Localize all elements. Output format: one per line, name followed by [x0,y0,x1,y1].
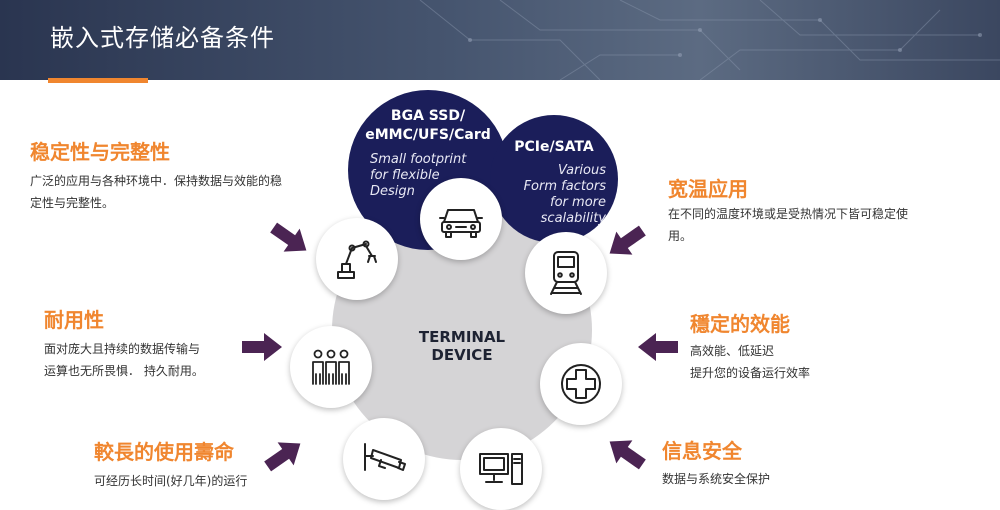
train-circle [525,232,607,314]
feature-durability-desc-line1: 面对庞大且持续的数据传输与 [44,338,204,360]
arrow-stability [268,222,312,256]
storage-sub-line1: Small footprint [370,152,466,168]
interface-sub-line2: Form factors [524,179,606,195]
feature-security-desc: 数据与系统安全保护 [662,468,770,490]
center-line2: DEVICE [402,346,522,364]
people-icon [306,342,356,392]
storage-title-line2: eMMC/UFS/Card [348,127,508,144]
feature-stability-desc-line2: 定性与完整性。 [30,192,282,214]
terminal-device-label: TERMINAL DEVICE [402,328,522,364]
medical-cross-icon [556,359,606,409]
feature-performance-desc-line2: 提升您的设备运行效率 [690,362,810,384]
page-title: 嵌入式存储必备条件 [50,18,275,53]
feature-security-title: 信息安全 [662,435,742,464]
camera-circle [343,418,425,500]
arrow-durability [240,330,284,364]
feature-wide-temp-title: 宽温应用 [668,173,748,202]
feature-longevity-desc: 可经历长时间(好几年)的运行 [94,470,247,492]
arrow-longevity [262,438,306,472]
feature-durability-desc-line2: 运算也无所畏惧． 持久耐用。 [44,360,204,382]
center-line1: TERMINAL [402,328,522,346]
storage-sub-line3: Design [370,184,415,200]
computer-circle [460,428,542,510]
feature-performance-desc-line1: 高效能、低延迟 [690,340,810,362]
robot-arm-circle [316,218,398,300]
header-banner: 嵌入式存储必备条件 [0,0,1000,80]
medical-circle [540,343,622,425]
interface-sub-line4: scalability [541,211,606,227]
feature-stability-title: 稳定性与完整性 [30,136,170,165]
feature-stability-desc-line1: 广泛的应用与各种环境中．保持数据与效能的稳 [30,170,282,192]
interface-sub-line3: for more [550,195,606,211]
train-icon [541,248,591,298]
people-circle [290,326,372,408]
feature-wide-temp-desc-line2: 用。 [668,225,908,247]
arrow-wide-temp [604,225,648,259]
storage-sub-line2: for flexible [370,168,440,184]
storage-title-line1: BGA SSD/ [348,108,508,125]
arrow-performance [636,330,680,364]
robot-arm-icon [332,234,382,284]
feature-security-desc-line1: 数据与系统安全保护 [662,468,770,490]
title-accent-bar [48,78,148,83]
feature-performance-desc: 高效能、低延迟 提升您的设备运行效率 [690,340,810,384]
feature-longevity-desc-line1: 可经历长时间(好几年)的运行 [94,470,247,492]
feature-durability-title: 耐用性 [44,304,104,333]
computer-icon [476,444,526,494]
car-circle [420,178,502,260]
feature-longevity-title: 較長的使用壽命 [94,436,234,465]
feature-wide-temp-desc-line1: 在不同的温度环境或是受热情况下皆可稳定使 [668,203,908,225]
car-icon [436,194,486,244]
security-camera-icon [359,434,409,484]
interface-title: PCIe/SATA [490,139,618,156]
interface-bubble: PCIe/SATA Various Form factors for more … [490,115,618,243]
feature-stability-desc: 广泛的应用与各种环境中．保持数据与效能的稳 定性与完整性。 [30,170,282,214]
interface-sub-line1: Various [558,163,606,179]
feature-durability-desc: 面对庞大且持续的数据传输与 运算也无所畏惧． 持久耐用。 [44,338,204,382]
feature-performance-title: 穩定的效能 [690,308,790,337]
arrow-security [604,436,648,470]
feature-wide-temp-desc: 在不同的温度环境或是受热情况下皆可稳定使 用。 [668,203,908,247]
